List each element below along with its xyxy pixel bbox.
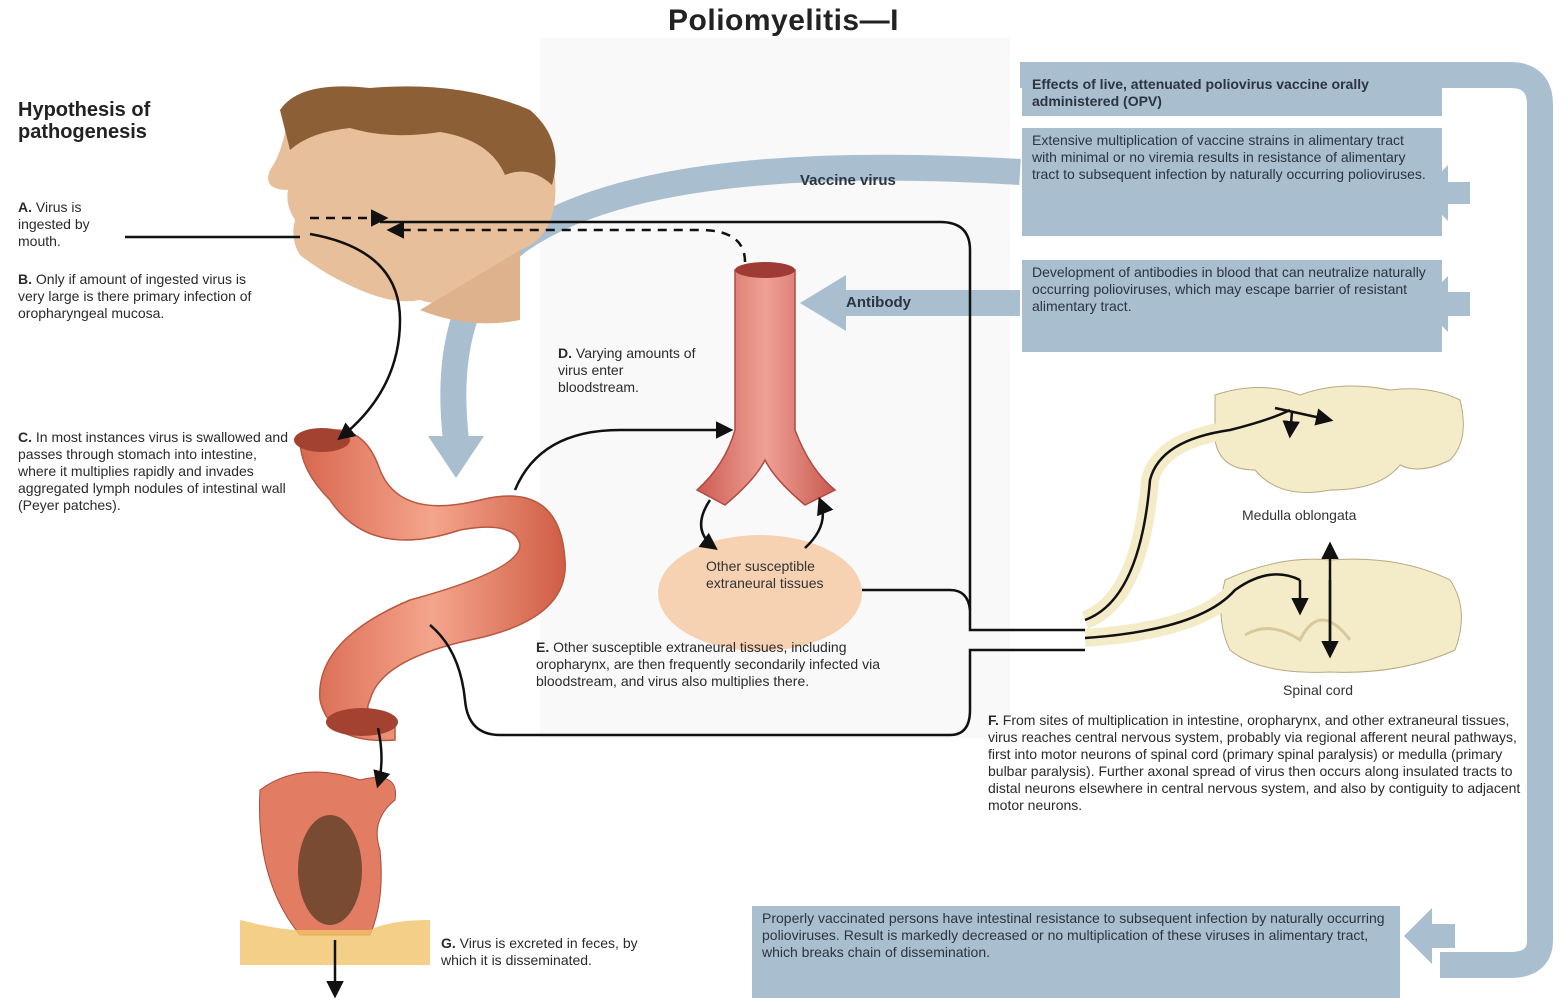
step-f-text: From sites of multiplication in intestin… [988, 712, 1520, 813]
opv-heading: Effects of live, attenuated poliovirus v… [1022, 72, 1442, 116]
step-g: G. Virus is excreted in feces, by which … [441, 935, 671, 969]
opv-box-antibodies: Development of antibodies in blood that … [1022, 260, 1442, 352]
opv-box-alimentary: Extensive multiplication of vaccine stra… [1022, 128, 1442, 236]
step-b-letter: B. [18, 271, 32, 287]
medulla-oblongata-shape [1215, 386, 1463, 493]
page-title: Poliomyelitis—I [0, 4, 1567, 38]
medulla-label: Medulla oblongata [1242, 507, 1356, 523]
step-c-letter: C. [18, 429, 32, 445]
intestine [294, 428, 565, 741]
extraneural-tissues-blob [658, 535, 862, 651]
step-e: E. Other susceptible extraneural tissues… [536, 639, 911, 690]
step-a: A. Virus is ingested by mouth. [18, 199, 133, 250]
opv-box-resistance: Properly vaccinated persons have intesti… [752, 906, 1400, 998]
rectum [240, 772, 430, 965]
step-g-text: Virus is excreted in feces, by which it … [441, 935, 638, 968]
step-f-letter: F. [988, 712, 999, 728]
step-e-text: Other susceptible extraneural tissues, i… [536, 639, 880, 689]
boy-head [268, 86, 555, 323]
vaccine-virus-arrowhead [428, 436, 484, 478]
pathogenesis-heading: Hypothesis of pathogenesis [18, 99, 218, 143]
spinal-cord-label: Spinal cord [1283, 682, 1353, 698]
step-f: F. From sites of multiplication in intes… [988, 712, 1523, 814]
step-e-letter: E. [536, 639, 549, 655]
step-b: B. Only if amount of ingested virus is v… [18, 271, 253, 322]
antibody-label: Antibody [846, 294, 911, 311]
step-d-letter: D. [558, 345, 572, 361]
extraneural-tissues-label: Other susceptible extraneural tissues [706, 558, 826, 592]
step-d: D. Varying amounts of virus enter bloods… [558, 345, 703, 396]
step-d-text: Varying amounts of virus enter bloodstre… [558, 345, 695, 395]
step-a-letter: A. [18, 199, 32, 215]
step-g-letter: G. [441, 935, 456, 951]
vaccine-virus-label: Vaccine virus [800, 172, 896, 189]
step-b-text: Only if amount of ingested virus is very… [18, 271, 251, 321]
step-c: C. In most instances virus is swallowed … [18, 429, 293, 514]
step-c-text: In most instances virus is swallowed and… [18, 429, 288, 513]
